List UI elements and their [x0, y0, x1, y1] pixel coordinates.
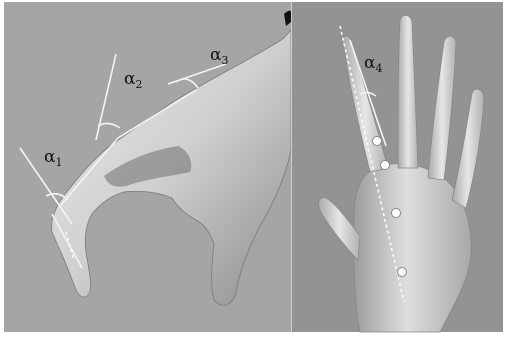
right-panel: α4	[292, 2, 503, 332]
joint-marker	[392, 209, 401, 218]
joint-marker	[398, 268, 407, 277]
left-panel: α1 α2 α3	[4, 2, 292, 332]
joint-marker	[373, 137, 382, 146]
joint-marker	[381, 161, 390, 170]
